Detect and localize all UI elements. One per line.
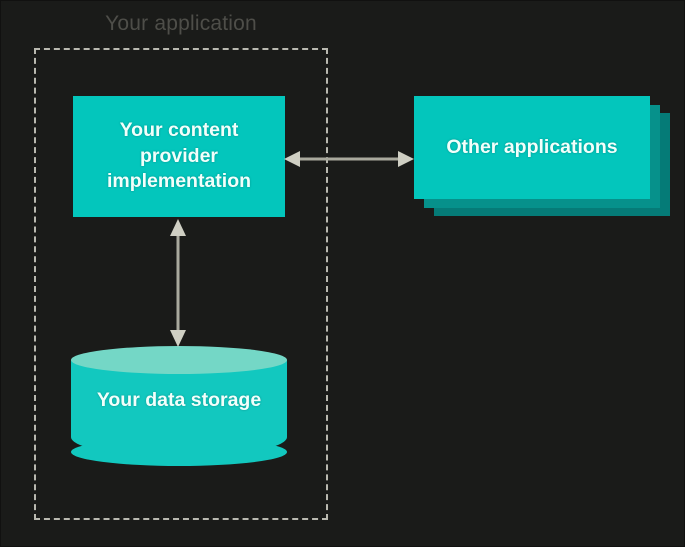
arrow-provider-to-other-applications [284,151,414,167]
arrow-head-up-icon [170,219,186,236]
node-data-storage[interactable]: Your data storage [71,346,287,471]
node-other-applications-label: Other applications [446,135,618,158]
application-boundary [34,48,328,520]
node-content-provider-implementation[interactable]: Your content provider implementation [73,96,285,217]
application-boundary-label: Your application [105,12,257,35]
cylinder-top-ellipse [71,346,287,374]
arrow-provider-to-storage [170,219,186,347]
arrow-head-right-icon [398,151,414,167]
node-other-applications[interactable]: Other applications [414,96,670,216]
arrow-head-left-icon [284,151,300,167]
node-content-provider-label: Your content provider implementation [106,118,252,193]
cylinder-body [71,360,287,457]
arrow-head-down-icon [170,330,186,347]
node-data-storage-label: Your data storage [96,389,262,411]
other-applications-stack-layer-front[interactable]: Other applications [414,96,650,199]
